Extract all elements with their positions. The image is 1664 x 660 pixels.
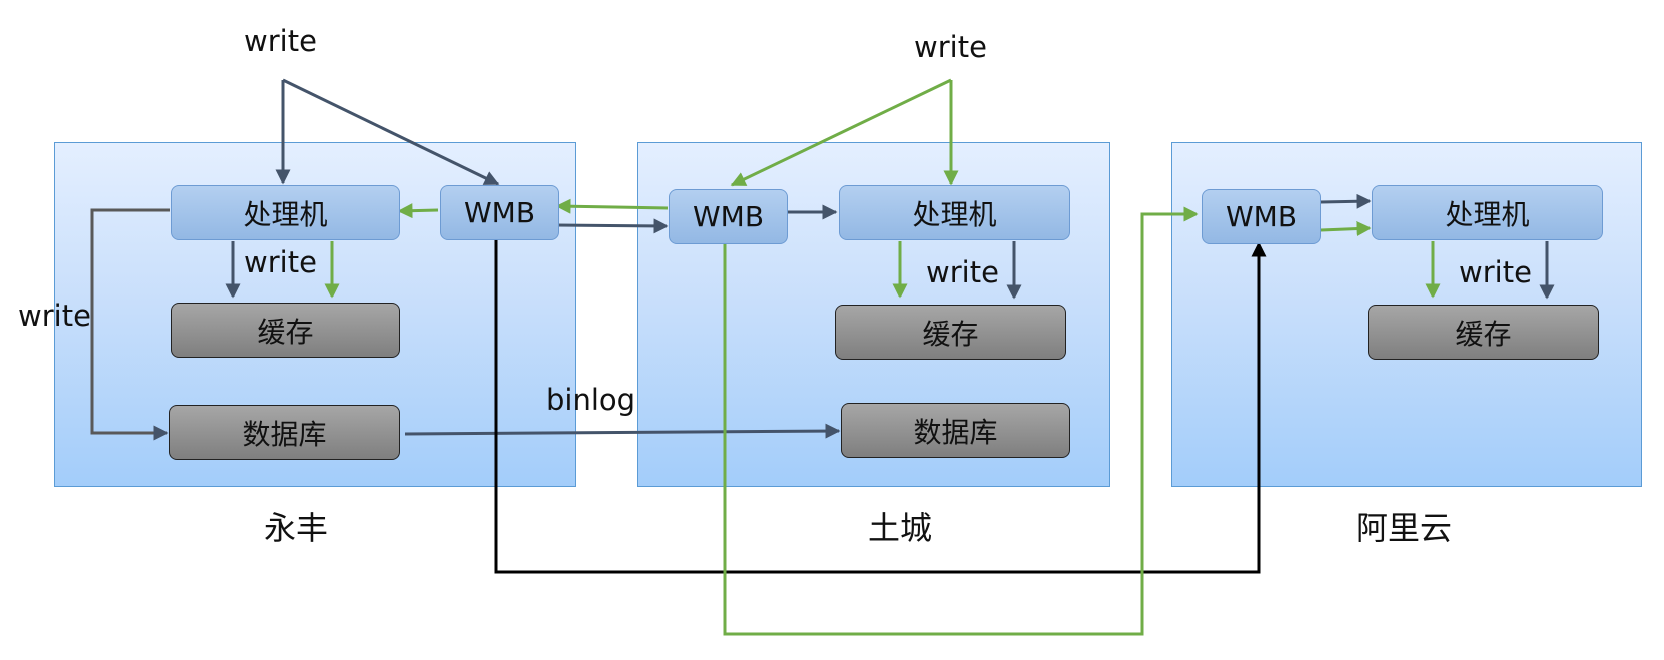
arrow-wmb3-proc3-dark (1320, 193, 1372, 209)
cache-label-2: 缓存 (922, 317, 979, 351)
write-label-inner-1: write (244, 245, 317, 279)
wmb-box-3: WMB (1202, 189, 1321, 244)
wmb-label-2: WMB (692, 200, 765, 233)
arrow-wmb1-wmb3 (494, 240, 1267, 574)
processor-box-1: 处理机 (171, 185, 400, 240)
arrow-write-to-wmb-2 (730, 78, 952, 187)
database-label-2: 数据库 (913, 415, 998, 449)
arrow-wmb2-wmb3 (723, 206, 1199, 636)
arrow-wmb1-proc1 (397, 203, 439, 219)
arrow-binlog (404, 423, 841, 439)
arrow-write-to-wmb-1 (282, 78, 500, 186)
database-box-2: 数据库 (841, 403, 1070, 458)
wmb-box-1: WMB (440, 185, 559, 240)
cache-label-3: 缓存 (1455, 317, 1512, 351)
wmb-label-1: WMB (463, 196, 536, 229)
write-label-top-2: write (914, 30, 987, 64)
write-label-inner-3: write (1459, 255, 1532, 289)
arrow-wmb1-wmb2 (554, 218, 669, 234)
write-label-side-1: write (18, 299, 91, 333)
arrow-proc1-database (90, 208, 170, 441)
arrow-wmb3-proc3-green (1320, 221, 1372, 237)
region-label-yongfeng: 永丰 (263, 509, 329, 547)
database-box-1: 数据库 (169, 405, 400, 460)
database-label-1: 数据库 (242, 417, 327, 451)
write-label-top-1: write (244, 24, 317, 58)
cache-label-1: 缓存 (257, 315, 314, 349)
region-label-aliyun: 阿里云 (1355, 509, 1453, 547)
wmb-label-3: WMB (1225, 200, 1298, 233)
wmb-box-2: WMB (669, 189, 788, 244)
cache-box-3: 缓存 (1368, 305, 1599, 360)
arrow-wmb2-wmb1 (555, 198, 669, 214)
processor-label-2: 处理机 (912, 197, 997, 231)
processor-label-3: 处理机 (1445, 197, 1530, 231)
region-label-tucheng: 土城 (867, 509, 933, 547)
cache-box-2: 缓存 (835, 305, 1066, 360)
processor-box-3: 处理机 (1372, 185, 1603, 240)
binlog-label: binlog (546, 383, 636, 417)
processor-label-1: 处理机 (243, 197, 328, 231)
processor-box-2: 处理机 (839, 185, 1070, 240)
write-label-inner-2: write (926, 255, 999, 289)
cache-box-1: 缓存 (171, 303, 400, 358)
